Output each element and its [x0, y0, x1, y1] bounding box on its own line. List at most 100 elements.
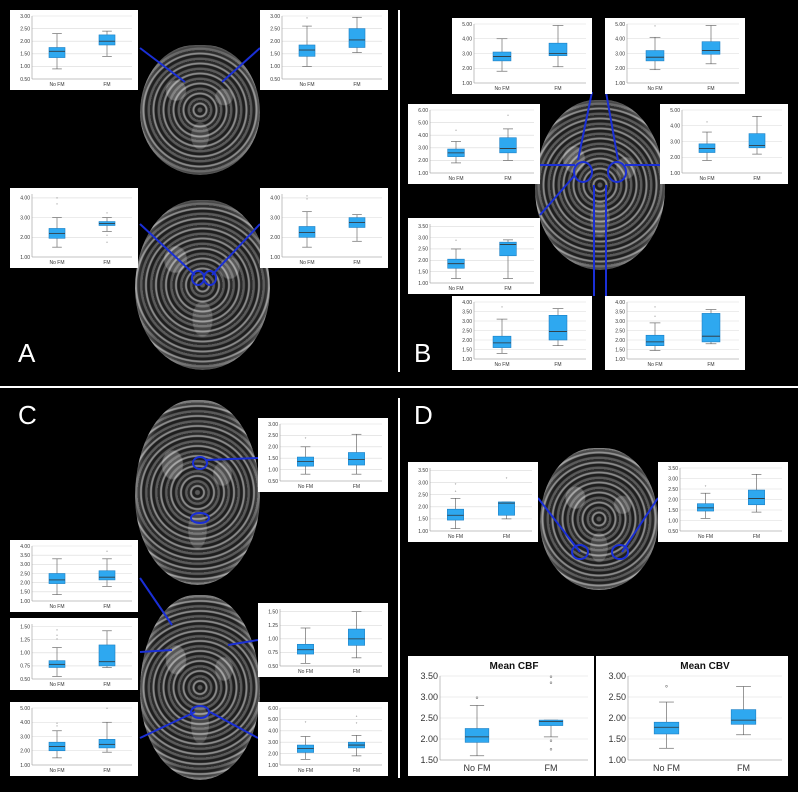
y-tick-label: 1.00	[268, 763, 278, 769]
box-iqr	[348, 628, 365, 646]
boxplot-c6: 1.002.003.004.005.006.00°No FM°°FM	[258, 702, 388, 776]
outlier-mark: °	[56, 724, 58, 729]
category-label: No FM	[464, 763, 491, 773]
plot-background	[258, 418, 388, 492]
y-tick-label: 1.50	[268, 456, 278, 462]
y-tick-label: 3.50	[418, 468, 428, 474]
category-label: FM	[707, 362, 714, 368]
y-tick-label: 4.00	[20, 544, 30, 550]
box-iqr	[297, 643, 314, 655]
y-tick-label: 3.00	[20, 734, 30, 740]
y-tick-label: 2.50	[418, 492, 428, 498]
y-tick-label: 1.50	[20, 52, 30, 58]
category-label: FM	[753, 176, 760, 182]
plot-background	[258, 603, 388, 677]
y-tick-label: 2.00	[418, 258, 428, 264]
y-tick-label: 1.25	[20, 637, 30, 643]
y-tick-label: 5.00	[462, 22, 472, 28]
y-tick-label: 2.00	[20, 749, 30, 755]
box-iqr	[98, 644, 116, 667]
y-tick-label: 1.00	[20, 599, 30, 605]
plot-background	[260, 188, 388, 268]
y-tick-label: 1.00	[608, 755, 626, 765]
y-tick-label: 0.50	[268, 479, 278, 485]
y-tick-label: 0.50	[20, 677, 30, 683]
box-iqr	[348, 28, 366, 48]
category-label: No FM	[495, 86, 510, 92]
y-tick-label: 2.00	[668, 497, 678, 503]
y-tick-label: 3.00	[268, 422, 278, 428]
box-iqr	[538, 719, 564, 726]
y-tick-label: 1.00	[668, 518, 678, 524]
y-tick-label: 0.50	[20, 77, 30, 83]
y-tick-label: 3.00	[615, 51, 625, 57]
y-tick-label: 1.50	[608, 734, 626, 744]
y-tick-label: 3.00	[270, 14, 280, 20]
y-tick-label: 2.50	[615, 328, 625, 334]
y-tick-label: 3.00	[668, 476, 678, 482]
outlier-mark: °	[56, 197, 58, 202]
y-tick-label: 5.00	[615, 22, 625, 28]
y-tick-label: 2.50	[462, 328, 472, 334]
y-tick-label: 2.50	[268, 433, 278, 439]
outlier-mark: °	[501, 305, 503, 310]
y-tick-label: 2.00	[20, 580, 30, 586]
y-tick-label: 4.00	[462, 300, 472, 306]
y-tick-label: 2.00	[420, 734, 438, 744]
outlier-mark: °	[106, 241, 108, 246]
y-tick-label: 6.00	[268, 706, 278, 712]
plot-background	[10, 618, 138, 690]
y-tick-label: 4.00	[670, 124, 680, 130]
box-iqr	[701, 41, 721, 55]
y-tick-label: 0.75	[268, 650, 278, 656]
y-tick-label: 3.50	[462, 309, 472, 315]
outlier-mark: °	[507, 114, 509, 119]
y-tick-label: 4.00	[268, 729, 278, 735]
category-label: No FM	[300, 82, 315, 88]
category-label: No FM	[300, 260, 315, 266]
y-tick-label: 3.00	[462, 51, 472, 57]
panel-label-b: B	[414, 338, 432, 368]
y-tick-label: 1.00	[270, 64, 280, 70]
vertical-divider-bottom	[398, 398, 400, 778]
y-tick-label: 2.50	[270, 26, 280, 32]
category-label: No FM	[50, 768, 65, 774]
y-tick-label: 4.00	[418, 133, 428, 139]
category-label: FM	[737, 763, 750, 773]
y-tick-label: 1.50	[418, 517, 428, 523]
y-tick-label: 1.00	[270, 255, 280, 261]
box-iqr	[98, 739, 116, 749]
y-tick-label: 3.00	[608, 671, 626, 681]
y-tick-label: 5.00	[20, 706, 30, 712]
box-iqr	[645, 334, 665, 346]
y-tick-label: 3.50	[420, 671, 438, 681]
category-label: FM	[504, 176, 511, 182]
outlier-mark: °	[455, 483, 457, 488]
category-label: No FM	[298, 484, 313, 490]
y-tick-label: 2.00	[270, 39, 280, 45]
y-tick-label: 2.00	[268, 751, 278, 757]
y-tick-label: 1.50	[418, 269, 428, 275]
category-label: FM	[503, 534, 510, 540]
y-tick-label: 0.50	[268, 664, 278, 670]
y-tick-label: 1.00	[418, 529, 428, 535]
y-tick-label: 4.00	[615, 300, 625, 306]
outlier-mark: °	[56, 203, 58, 208]
y-tick-label: 1.00	[418, 171, 428, 177]
box-iqr	[697, 503, 714, 512]
y-tick-label: 3.00	[268, 740, 278, 746]
y-tick-label: 2.50	[420, 713, 438, 723]
y-tick-label: 1.25	[268, 623, 278, 629]
y-tick-label: 4.00	[615, 37, 625, 43]
outlier-mark: °	[56, 722, 58, 727]
outlier-mark: °	[306, 195, 308, 200]
y-tick-label: 1.00	[615, 357, 625, 363]
outlier-mark: °	[665, 684, 668, 693]
